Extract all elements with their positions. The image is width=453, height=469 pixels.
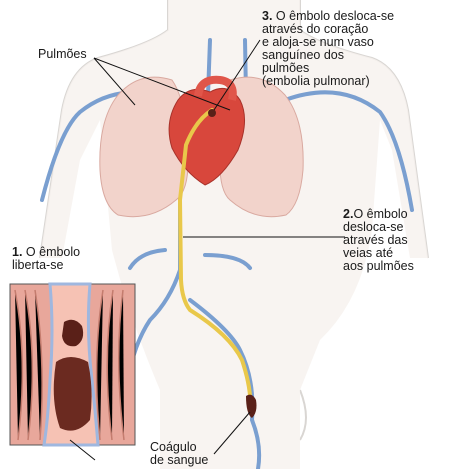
step2-label: 2.O êmbolo desloca-se através das veias …: [343, 208, 451, 273]
step1-text: O êmbolo liberta-se: [12, 245, 80, 272]
step3-text: O êmbolo desloca-se através do coração e…: [262, 9, 394, 88]
step3-label: 3. O êmbolo desloca-se através do coraçã…: [262, 10, 447, 88]
step1-number: 1.: [12, 245, 22, 259]
step1-label: 1. O êmbolo liberta-se: [12, 246, 132, 272]
clot-label: Coágulo de sangue: [150, 441, 240, 467]
step2-number: 2.: [343, 207, 353, 221]
step3-number: 3.: [262, 9, 272, 23]
lodged-embolus: [208, 109, 216, 117]
inset-clot: [54, 357, 92, 431]
lungs-label: Pulmões: [38, 48, 87, 61]
step2-text: O êmbolo desloca-se através das veias at…: [343, 207, 414, 273]
